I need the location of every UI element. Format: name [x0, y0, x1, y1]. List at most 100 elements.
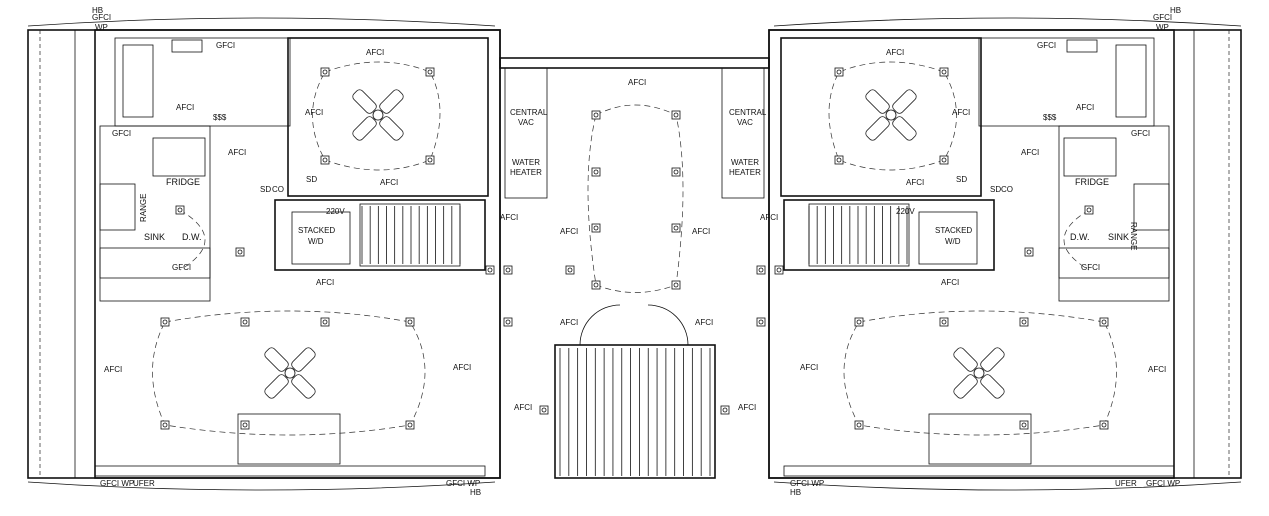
recessed-light-icon [240, 420, 250, 430]
gfci-label: GFCI [92, 13, 111, 22]
gfci-label: GFCI [1131, 129, 1150, 138]
central-core [499, 57, 770, 479]
range-label: RANGE [139, 194, 148, 222]
hb-label: HB [470, 488, 481, 497]
switch-label: $$$ [213, 113, 227, 122]
recessed-light-icon [503, 317, 513, 327]
afci-label: AFCI [1021, 148, 1039, 157]
afci-label: AFCI [500, 213, 518, 222]
smoke-detector-label: SD [956, 175, 967, 184]
afci-label: AFCI [380, 178, 398, 187]
gfci-wp-label: GFCI WP [100, 479, 134, 488]
recessed-light-icon [671, 223, 681, 233]
recessed-light-icon [939, 67, 949, 77]
afci-label: AFCI [941, 278, 959, 287]
water-heater-label-2: HEATER [729, 168, 761, 177]
afci-label: AFCI [560, 318, 578, 327]
recessed-light-icon [175, 205, 185, 215]
stacked-wd-label: STACKED [298, 226, 335, 235]
recessed-light-icon [235, 247, 245, 257]
afci-label: AFCI [560, 227, 578, 236]
gfci-label: GFCI [112, 129, 131, 138]
recessed-light-icon [1019, 317, 1029, 327]
fridge-label: FRIDGE [166, 177, 200, 187]
gfci-label: GFCI [1037, 41, 1056, 50]
recessed-light-icon [485, 265, 495, 275]
recessed-light-icon [591, 223, 601, 233]
recessed-light-icon [320, 317, 330, 327]
recessed-light-icon [854, 317, 864, 327]
afci-label: AFCI [305, 108, 323, 117]
water-heater-label-2: HEATER [510, 168, 542, 177]
recessed-light-icon [591, 167, 601, 177]
afci-label: AFCI [692, 227, 710, 236]
switch-label: $$$ [1043, 113, 1057, 122]
ceiling-fan-icon [953, 347, 1005, 399]
smoke-detector-label: SD [306, 175, 317, 184]
voltage-label: 220V [326, 207, 345, 216]
hb-label: HB [92, 6, 103, 15]
afci-label: AFCI [453, 363, 471, 372]
recessed-light-icon [1099, 420, 1109, 430]
stacked-wd-label: STACKED [935, 226, 972, 235]
central-vac-label: CENTRAL [729, 108, 767, 117]
water-heater-label: WATER [512, 158, 540, 167]
afci-label: AFCI [366, 48, 384, 57]
recessed-light-icon [503, 265, 513, 275]
stair-left-treads [361, 206, 711, 476]
afci-label: AFCI [886, 48, 904, 57]
recessed-light-icon [756, 317, 766, 327]
sink-label: SINK [1108, 232, 1129, 242]
recessed-light-icon [1019, 420, 1029, 430]
recessed-light-icon [720, 405, 730, 415]
water-heater-label: WATER [731, 158, 759, 167]
recessed-light-icon [671, 280, 681, 290]
right-unit [768, 17, 1242, 491]
smoke-detector-label: SD [990, 185, 1001, 194]
ceiling-fan-icon [264, 347, 316, 399]
recessed-light-icon [671, 167, 681, 177]
recessed-light-icon [591, 110, 601, 120]
recessed-lights [160, 67, 1109, 430]
afci-label: AFCI [760, 213, 778, 222]
co-detector-label: CO [1001, 185, 1013, 194]
recessed-light-icon [756, 265, 766, 275]
fridge-label: FRIDGE [1075, 177, 1109, 187]
recessed-light-icon [671, 110, 681, 120]
ufer-label: UFER [133, 479, 155, 488]
recessed-light-icon [1084, 205, 1094, 215]
recessed-light-icon [320, 67, 330, 77]
recessed-light-icon [1099, 317, 1109, 327]
gfci-label: GFCI [1081, 263, 1100, 272]
stair-right-treads [808, 206, 908, 264]
ceiling-fan-icon [865, 89, 917, 141]
hb-label: HB [1170, 6, 1181, 15]
recessed-light-icon [539, 405, 549, 415]
recessed-light-icon [425, 67, 435, 77]
central-vac-label-2: VAC [737, 118, 753, 127]
gfci-wp-label: GFCI WP [1146, 479, 1180, 488]
recessed-light-icon [834, 67, 844, 77]
afci-label: AFCI [228, 148, 246, 157]
wp-label: WP [95, 23, 108, 32]
central-vac-label: CENTRAL [510, 108, 548, 117]
afci-label: AFCI [316, 278, 334, 287]
afci-label: AFCI [104, 365, 122, 374]
afci-label: AFCI [1076, 103, 1094, 112]
gfci-label: GFCI [172, 263, 191, 272]
afci-label: AFCI [952, 108, 970, 117]
dishwasher-label: D.W. [1070, 232, 1090, 242]
plan-labels: FRIDGE RANGE SINK D.W. STACKED W/D 220V … [92, 6, 1181, 497]
recessed-light-icon [160, 420, 170, 430]
afci-label: AFCI [800, 363, 818, 372]
stacked-wd-label-2: W/D [308, 237, 324, 246]
afci-label: AFCI [695, 318, 713, 327]
afci-label: AFCI [176, 103, 194, 112]
recessed-light-icon [834, 155, 844, 165]
recessed-light-icon [320, 155, 330, 165]
gfci-wp-label: GFCI WP [446, 479, 480, 488]
gfci-wp-label: GFCI WP [790, 479, 824, 488]
recessed-light-icon [240, 317, 250, 327]
